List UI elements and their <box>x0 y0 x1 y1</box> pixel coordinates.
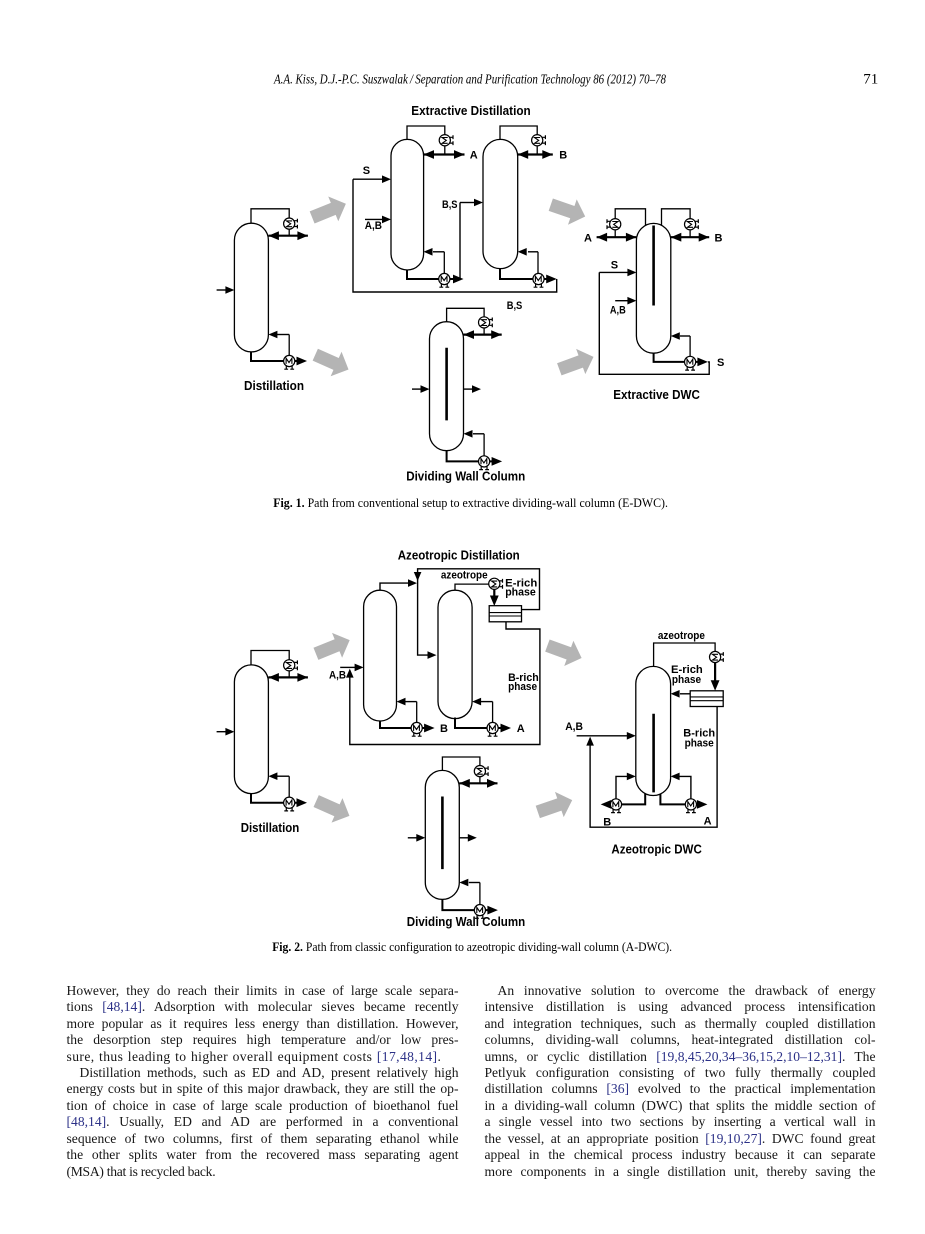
svg-text:phase: phase <box>505 587 536 599</box>
svg-text:B: B <box>559 150 567 162</box>
svg-text:A: A <box>704 816 712 828</box>
svg-text:Fig. 1. Path from conventional: Fig. 1. Path from conventional setup to … <box>273 496 668 510</box>
svg-text:B-rich: B-rich <box>683 728 715 740</box>
svg-text:S: S <box>717 357 724 369</box>
svg-text:Dividing Wall Column: Dividing Wall Column <box>406 469 525 484</box>
svg-text:71: 71 <box>863 72 878 88</box>
svg-text:A: A <box>584 233 592 245</box>
svg-text:Azeotropic DWC: Azeotropic DWC <box>611 842 702 857</box>
svg-text:B-rich: B-rich <box>508 672 539 684</box>
svg-text:A,B: A,B <box>565 721 583 733</box>
svg-text:Distillation: Distillation <box>244 378 304 393</box>
svg-text:B,S: B,S <box>442 199 458 211</box>
svg-text:B: B <box>715 233 723 245</box>
svg-text:B: B <box>440 723 448 735</box>
svg-text:B: B <box>603 817 611 829</box>
svg-text:azeotrope: azeotrope <box>658 630 705 642</box>
svg-text:Extractive Distillation: Extractive Distillation <box>411 103 530 118</box>
svg-text:Dividing Wall Column: Dividing Wall Column <box>407 914 525 929</box>
svg-text:azeotrope: azeotrope <box>441 570 488 582</box>
svg-text:A: A <box>470 150 478 162</box>
svg-text:Azeotropic Distillation: Azeotropic Distillation <box>398 547 520 562</box>
svg-text:A: A <box>517 723 525 735</box>
svg-text:A.A. Kiss, D.J.-P.C. Suszwalak: A.A. Kiss, D.J.-P.C. Suszwalak / Separat… <box>273 72 666 88</box>
svg-text:E-rich: E-rich <box>671 664 703 676</box>
svg-text:phase: phase <box>685 738 714 750</box>
svg-text:phase: phase <box>672 674 701 686</box>
svg-text:B,S: B,S <box>507 300 523 312</box>
svg-text:phase: phase <box>508 681 537 693</box>
svg-text:S: S <box>363 165 370 177</box>
svg-text:A,B: A,B <box>329 670 346 682</box>
svg-text:Distillation: Distillation <box>241 820 300 835</box>
svg-text:A,B: A,B <box>365 220 382 232</box>
svg-text:Fig. 2. Path from classic conf: Fig. 2. Path from classic configuration … <box>272 940 672 954</box>
svg-text:S: S <box>611 260 618 272</box>
svg-text:Extractive DWC: Extractive DWC <box>613 387 700 402</box>
svg-text:A,B: A,B <box>610 304 626 316</box>
svg-text:E-rich: E-rich <box>505 577 537 589</box>
